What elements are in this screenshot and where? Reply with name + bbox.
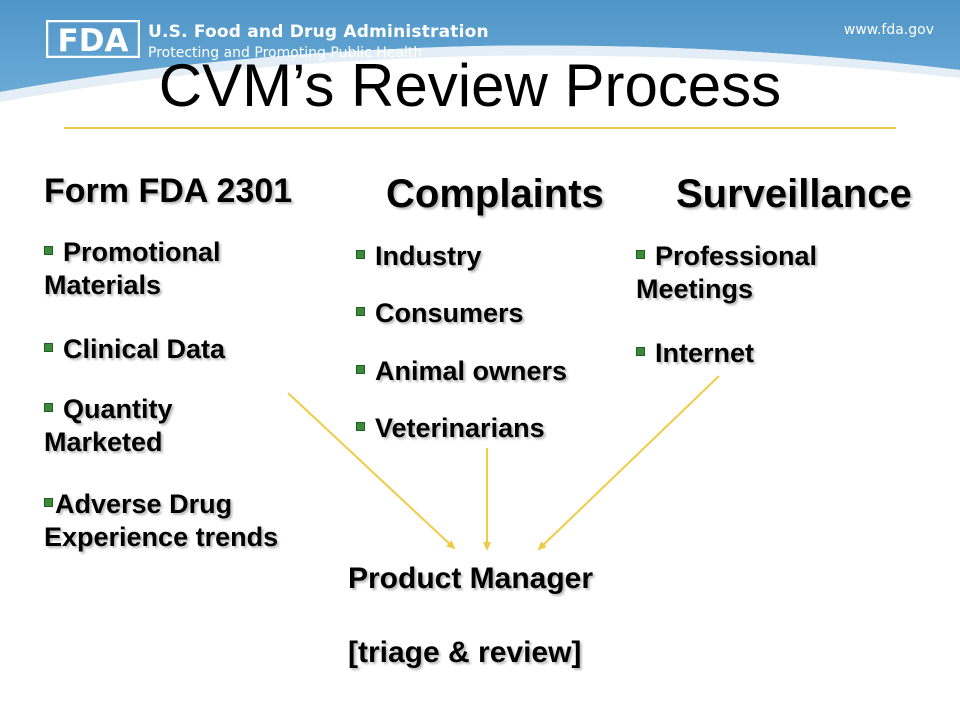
list-item: Veterinarians [356,412,626,445]
fda-logo-icon: FDA [46,20,140,58]
square-bullet-icon [356,250,365,260]
svg-text:FDA: FDA [58,23,129,58]
triage-review-label: [triage & review] [348,636,582,669]
header-band: FDA U.S. Food and Drug Administration Pr… [0,0,960,120]
square-bullet-icon [636,250,645,260]
list-item: Industry [356,240,626,273]
square-bullet-icon [44,498,53,508]
square-bullet-icon [356,422,365,432]
heading-form-fda-2301: Form FDA 2301 [44,172,293,210]
header-background [0,0,960,102]
square-bullet-icon [44,403,53,413]
slide-title: CVM’s Review Process [158,52,782,119]
agency-tagline: Protecting and Promoting Public Health [148,45,423,61]
square-bullet-icon [356,365,365,375]
list-item: Professional Meetings [636,241,818,304]
list-item: Animal owners [356,355,626,388]
agency-name: U.S. Food and Drug Administration [148,22,489,42]
list-item: Internet [636,337,936,370]
website-link[interactable]: www.fda.gov [843,22,934,38]
list-item: Consumers [356,297,626,330]
arrow-surveillance-to-manager [537,375,720,551]
square-bullet-icon [44,343,53,353]
square-bullet-icon [356,307,365,317]
agency-block: U.S. Food and Drug Administration Protec… [148,22,489,62]
title-divider [64,127,896,129]
list-item: Clinical Data [44,333,334,366]
fda-logo: FDA [46,20,140,58]
square-bullet-icon [44,246,53,256]
square-bullet-icon [636,347,645,357]
list-item: Adverse Drug Experience trends [44,489,279,552]
list-item: Quantity Marketed [44,394,173,457]
product-manager-label: Product Manager [348,562,594,595]
list-item: Promotional Materials [44,237,221,300]
arrow-form-to-manager [287,392,456,550]
heading-surveillance: Surveillance [676,172,912,216]
heading-complaints: Complaints [386,172,604,216]
